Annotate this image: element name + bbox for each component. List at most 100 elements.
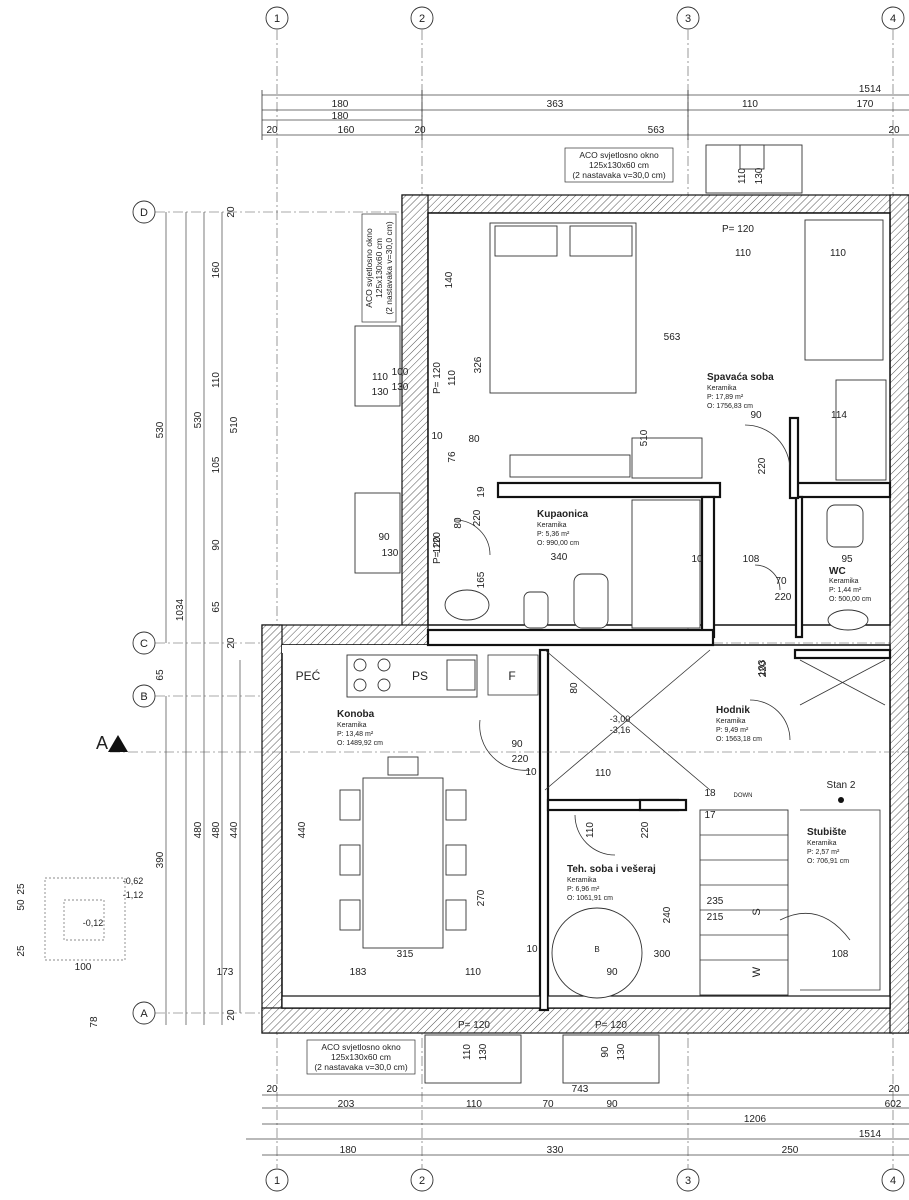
svg-text:Stubište: Stubište — [807, 827, 847, 838]
dims-bottom: 20 743 20 203 110 70 90 602 1206 1514 18… — [246, 1084, 909, 1156]
svg-text:A: A — [96, 733, 108, 753]
dimension-label: 25 — [16, 883, 27, 895]
svg-text:-1,12: -1,12 — [123, 890, 144, 900]
svg-text:90: 90 — [606, 1099, 618, 1110]
svg-text:P: 2,57 m²: P: 2,57 m² — [807, 849, 840, 856]
dimension-label: 19 — [476, 486, 487, 498]
svg-text:1034: 1034 — [175, 598, 186, 621]
svg-text:480: 480 — [211, 821, 222, 838]
room-spavaca-soba: Spavaća soba Keramika P: 17,89 m² O: 175… — [707, 372, 774, 410]
svg-text:W: W — [751, 966, 763, 977]
dimension-label: 220 — [758, 660, 769, 677]
room-stubiste: Stubište Keramika P: 2,57 m² O: 706,91 c… — [807, 827, 849, 865]
dimension-label: 326 — [473, 356, 484, 373]
dims-top: 1514 180 363 110 170 180 20 160 20 563 2… — [261, 84, 909, 140]
axis-bubbles-left: D C B A — [132, 200, 156, 1025]
dimension-label: 10 — [691, 554, 703, 565]
dimension-label: 563 — [664, 332, 681, 343]
svg-text:S: S — [751, 908, 763, 915]
dimension-label: 10 — [525, 767, 537, 778]
svg-text:180: 180 — [332, 111, 349, 122]
dimension-label: 215 — [707, 912, 724, 923]
dimension-label: 110 — [372, 372, 388, 383]
dimension-label: 183 — [350, 967, 367, 978]
wardrobe — [835, 379, 887, 481]
svg-text:743: 743 — [572, 1084, 589, 1095]
svg-text:180: 180 — [340, 1145, 357, 1156]
svg-text:(2 nastavaka v=30,0 cm): (2 nastavaka v=30,0 cm) — [314, 1062, 407, 1072]
dimension-label: 78 — [89, 1016, 100, 1028]
boiler — [551, 907, 643, 999]
svg-text:Teh. soba i vešeraj: Teh. soba i vešeraj — [567, 864, 656, 875]
shower — [631, 499, 701, 629]
svg-text:P: 1,44 m²: P: 1,44 m² — [829, 587, 862, 594]
dimension-label: 440 — [297, 821, 308, 838]
dimension-label: 80 — [468, 434, 480, 445]
svg-text:180: 180 — [332, 99, 349, 110]
svg-text:O: 990,00 cm: O: 990,00 cm — [537, 540, 579, 547]
dimension-label: 80 — [569, 682, 580, 694]
dimension-label: 110 — [447, 370, 458, 386]
dimension-label: 240 — [662, 906, 673, 923]
dimension-label: 110 — [830, 248, 846, 259]
svg-text:O: 706,91 cm: O: 706,91 cm — [807, 858, 849, 865]
dimension-label: 110 — [462, 1044, 473, 1060]
svg-text:20: 20 — [226, 1009, 237, 1021]
dimension-label: 70 — [775, 576, 787, 587]
dimension-label: 50 — [16, 899, 27, 911]
svg-text:Keramika: Keramika — [807, 840, 837, 847]
dimension-label: 235 — [707, 896, 724, 907]
svg-text:-0,12: -0,12 — [83, 918, 104, 928]
axis-bubbles-bottom: 1 2 3 4 — [265, 1168, 905, 1192]
dimension-label: 220 — [472, 509, 483, 526]
room-wc: WC Keramika P: 1,44 m² O: 500,00 cm — [829, 566, 871, 603]
svg-text:O: 1563,18 cm: O: 1563,18 cm — [716, 736, 762, 743]
dimension-label: 130 — [392, 382, 409, 393]
svg-text:125x130x60 cm: 125x130x60 cm — [331, 1052, 391, 1062]
svg-text:1514: 1514 — [859, 84, 882, 95]
svg-text:105: 105 — [211, 456, 222, 473]
staircase — [699, 809, 789, 996]
svg-text:65: 65 — [155, 669, 166, 681]
axis-label: 1 — [274, 1175, 280, 1187]
svg-text:Keramika: Keramika — [829, 578, 859, 585]
svg-text:P: 5,36 m²: P: 5,36 m² — [537, 531, 570, 538]
dimension-label: 90 — [511, 739, 523, 750]
dimension-label: 315 — [397, 949, 414, 960]
axis-label: 4 — [890, 1175, 896, 1187]
svg-text:P= 120: P= 120 — [458, 1020, 490, 1031]
dimension-label: 76 — [447, 451, 458, 463]
dimension-label: 17 — [704, 810, 716, 821]
dimension-label: 220 — [512, 754, 529, 765]
axis-bubbles-top: 1 2 3 4 — [265, 6, 905, 30]
dimension-label: 80 — [453, 517, 464, 529]
svg-text:125x130x60 cm: 125x130x60 cm — [589, 160, 649, 170]
axis-label: D — [140, 207, 148, 219]
svg-text:160: 160 — [211, 261, 222, 278]
svg-text:170: 170 — [857, 99, 874, 110]
svg-text:(2 nastavaka v=30,0 cm): (2 nastavaka v=30,0 cm) — [384, 221, 394, 314]
dimension-label: 130 — [754, 167, 765, 184]
toilet — [573, 573, 609, 629]
dining-table — [362, 777, 444, 949]
axis-label: B — [140, 691, 147, 703]
aco-note-top: ACO svjetlosno okno 125x130x60 cm (2 nas… — [564, 147, 674, 183]
axis-label: 4 — [890, 13, 896, 25]
sink-wc — [827, 609, 869, 631]
dimension-label: 10 — [431, 431, 443, 442]
svg-text:DOWN: DOWN — [734, 793, 753, 799]
svg-text:20: 20 — [414, 125, 426, 136]
dimension-label: 100 — [392, 367, 409, 378]
dimension-label: 90 — [378, 532, 390, 543]
bidet — [523, 591, 549, 629]
dimension-label: 18 — [704, 788, 716, 799]
svg-text:-3,00: -3,00 — [610, 714, 631, 724]
svg-text:510: 510 — [229, 416, 240, 433]
svg-text:P: 9,49 m²: P: 9,49 m² — [716, 727, 749, 734]
svg-text:Keramika: Keramika — [707, 385, 737, 392]
dimension-label: 100 — [75, 962, 92, 973]
dimension-label: 90 — [606, 967, 618, 978]
svg-text:P: 6,96 m²: P: 6,96 m² — [567, 886, 600, 893]
